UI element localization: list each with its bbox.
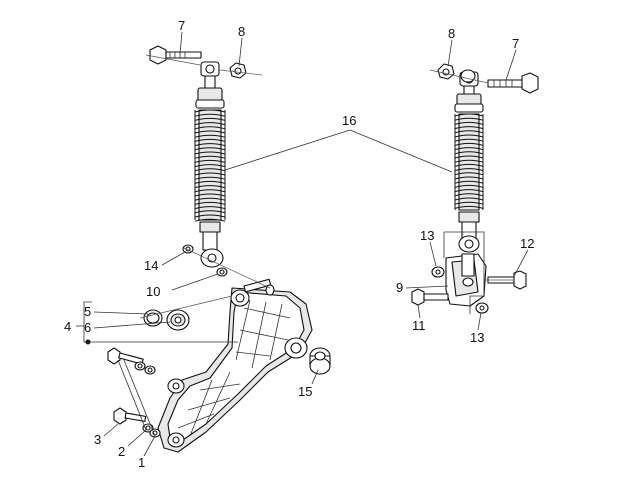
callout-13-bottom: 13 <box>470 330 484 345</box>
nut-8-right <box>437 63 476 83</box>
callout-5: 5 <box>84 304 91 319</box>
bolt-7-left <box>149 45 202 65</box>
callout-6: 6 <box>84 320 91 335</box>
callout-8-left: 8 <box>238 24 245 39</box>
callout-8-right: 8 <box>448 26 455 41</box>
washer-13-top <box>431 266 445 278</box>
callout-12: 12 <box>520 236 534 251</box>
bushing-15 <box>309 347 331 375</box>
callout-dot <box>85 339 91 345</box>
bolt-3-upper <box>107 347 144 365</box>
bolt-12 <box>484 270 527 290</box>
callout-14: 14 <box>144 258 158 273</box>
left-shock-absorber <box>194 61 226 268</box>
mounting-stud <box>243 278 275 296</box>
callout-16: 16 <box>342 113 356 128</box>
callout-1: 1 <box>138 455 145 470</box>
callout-9: 9 <box>396 280 403 295</box>
callout-3: 3 <box>94 432 101 447</box>
callout-15: 15 <box>298 384 312 399</box>
nut-8-left <box>229 62 247 79</box>
bolt-3-lower <box>113 407 147 425</box>
washer-1 <box>144 365 161 438</box>
washer-2 <box>134 361 154 433</box>
right-shock-absorber <box>454 71 484 253</box>
swingarm-casting <box>157 287 313 453</box>
callout-10: 10 <box>146 284 160 299</box>
right-shock-spring <box>454 113 484 211</box>
leader-lines <box>76 31 529 457</box>
shock-mount-bracket-9 <box>445 253 487 307</box>
washer-13-bottom <box>475 302 489 314</box>
callout-7-left: 7 <box>178 18 185 33</box>
washer-10 <box>216 267 228 277</box>
callout-4: 4 <box>64 319 71 334</box>
callout-11: 11 <box>412 318 426 333</box>
callout-2: 2 <box>118 444 125 459</box>
bolt-11 <box>411 288 449 306</box>
callout-7-right: 7 <box>512 36 519 51</box>
callout-13-top: 13 <box>420 228 434 243</box>
bolt-7-right <box>487 72 539 94</box>
left-shock-spring <box>194 109 226 222</box>
bearing-6 <box>166 309 190 331</box>
